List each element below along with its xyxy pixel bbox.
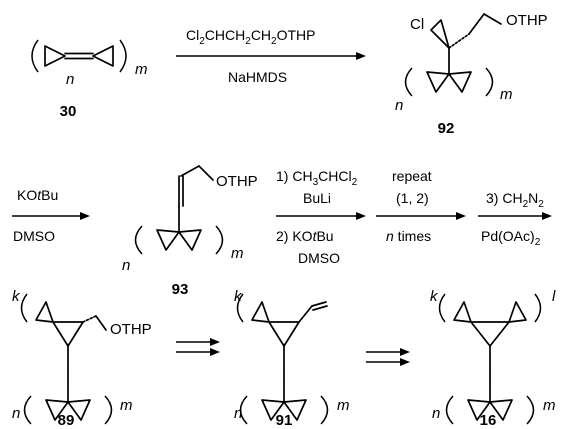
compound-label-30: 30 [60,103,77,120]
multistep-arrow-1 [176,338,220,356]
reagent-step3-top2: BuLi [303,190,331,206]
index-m: m [120,397,133,414]
reaction-arrow-5: 3) CH2N2 Pd(OAc)2 [478,190,552,248]
compound-16: k l n m 16 [430,288,556,429]
compound-label-93: 93 [172,281,189,298]
index-k: k [12,288,21,305]
compound-30: n m 30 [31,39,148,120]
atom-othp: OTHP [216,173,258,190]
reagent-step3-bottom2: DMSO [298,250,340,266]
reagent-step5-top: 3) CH2N2 [486,190,544,210]
reaction-arrow-1: Cl2CHCH2CH2OTHP NaHMDS [176,27,366,85]
reagent-step3-top1: 1) CH3CHCl2 [276,168,358,188]
index-n: n [122,257,130,274]
index-n: n [395,97,403,114]
index-l: l [552,288,556,305]
atom-othp: OTHP [110,321,152,338]
compound-label-91: 91 [276,412,293,429]
reagent-step1-top: Cl2CHCH2CH2OTHP [186,27,316,47]
reagent-step3-bottom1: 2) KOtBu [276,228,334,244]
reagent-step1-bottom: NaHMDS [228,69,287,85]
compound-label-89: 89 [58,412,75,429]
index-n: n [12,405,20,422]
index-m: m [500,86,513,103]
index-n: n [66,71,74,88]
index-m: m [135,61,148,78]
reagent-step2-bottom: DMSO [13,228,55,244]
reagent-step4-top1: repeat [392,168,432,184]
reagent-step2-top: KOtBu [17,187,58,203]
index-m: m [231,245,244,262]
index-m: m [337,397,350,414]
reagent-step4-top2: (1, 2) [396,190,429,206]
index-n: n [234,405,242,422]
index-m: m [543,397,556,414]
compound-91: k n m 91 [234,288,350,429]
compound-93: OTHP n m 93 [122,165,258,298]
compound-label-16: 16 [480,412,497,429]
reagent-step5-bottom: Pd(OAc)2 [481,228,541,248]
reaction-arrow-2: KOtBu DMSO [12,187,90,244]
index-k: k [430,288,439,305]
compound-92: Cl OTHP n m 92 [395,12,548,137]
index-n: n [432,405,440,422]
compound-label-92: 92 [438,120,455,137]
reaction-arrow-4: repeat (1, 2) n times [376,168,466,244]
compound-89: OTHP k n m 89 [12,288,152,429]
reaction-arrow-3: 1) CH3CHCl2 BuLi 2) KOtBu DMSO [276,168,366,266]
atom-othp: OTHP [506,12,548,29]
index-k: k [234,288,243,305]
reagent-step4-bottom: n times [386,228,431,244]
atom-cl: Cl [410,16,424,33]
multistep-arrow-2 [366,348,410,366]
